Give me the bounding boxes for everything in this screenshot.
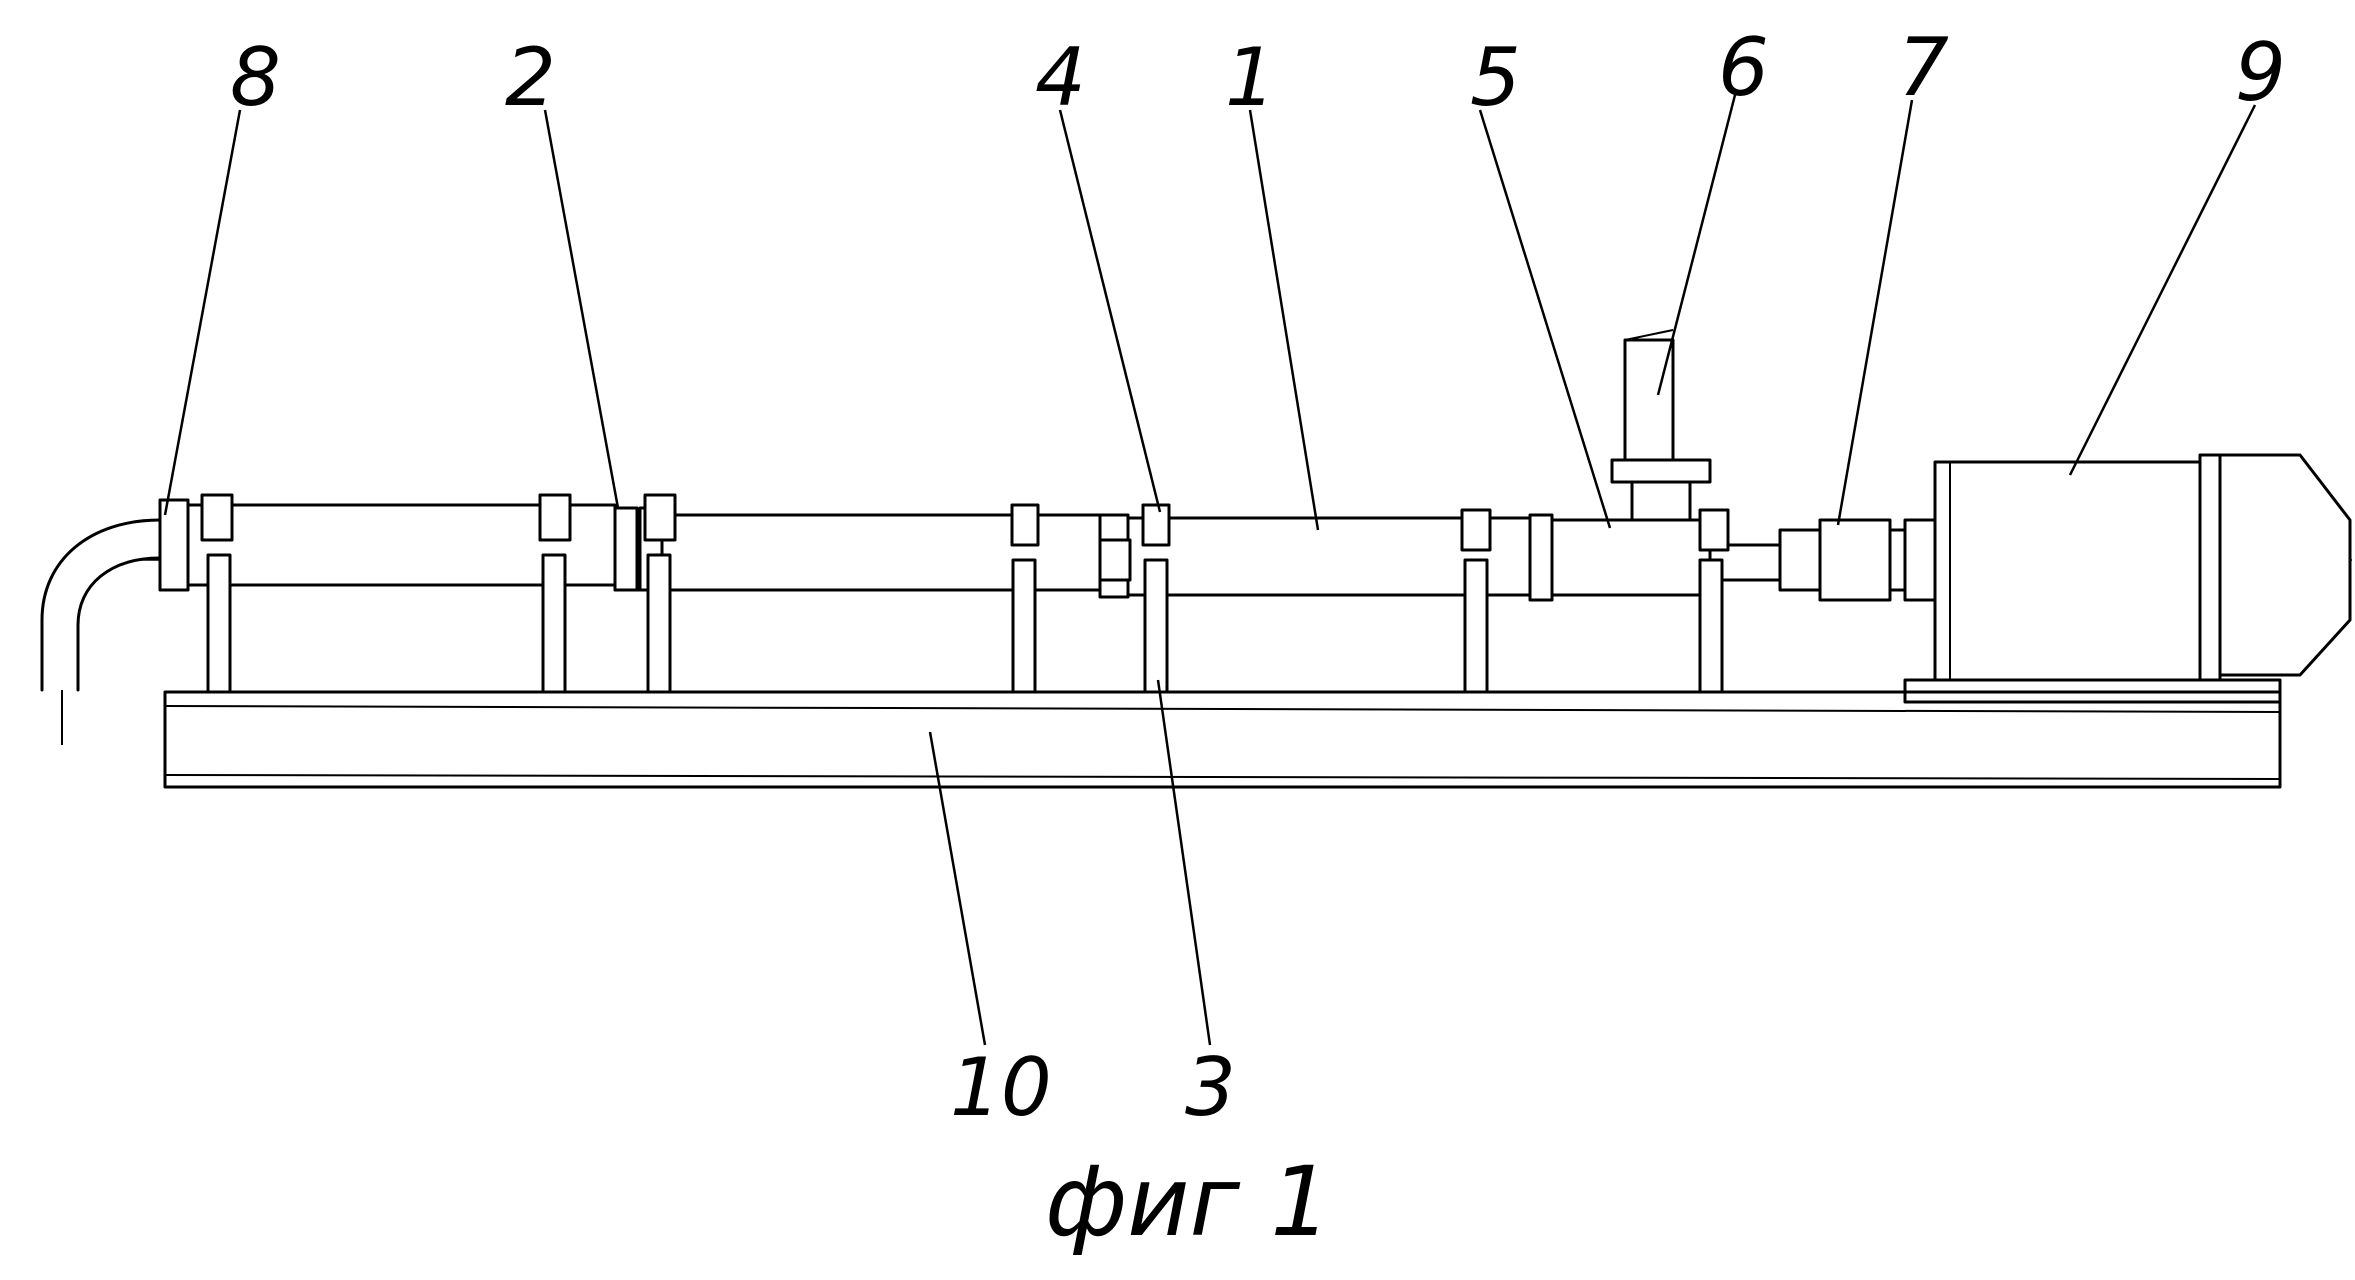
inlet-elbow [42,520,160,745]
callout-6: 6 [1718,21,1769,114]
pump-housing [1530,515,1710,600]
support-leg [1700,510,1728,692]
callout-10: 10 [950,1041,1052,1134]
callout-5: 5 [1470,31,1521,124]
callout-8: 8 [230,31,281,124]
support-leg [202,495,232,692]
support-leg [1012,505,1038,692]
support-leg [1462,510,1490,692]
support-leg [645,495,675,692]
outlet-pipe [1612,330,1710,520]
callout-4: 4 [1035,31,1086,124]
base-frame [165,692,2280,787]
callout-2: 2 [505,31,556,124]
support-leg [540,495,570,692]
support-leg [1143,505,1169,692]
callout-1: 1 [1225,31,1276,124]
callout-3: 3 [1185,1041,1236,1134]
electric-motor [1905,455,2350,680]
figure-caption: фиг 1 [1045,1146,1332,1258]
callout-7: 7 [1898,21,1949,114]
shaft-coupling [1710,520,1935,600]
callout-9: 9 [2235,26,2286,119]
